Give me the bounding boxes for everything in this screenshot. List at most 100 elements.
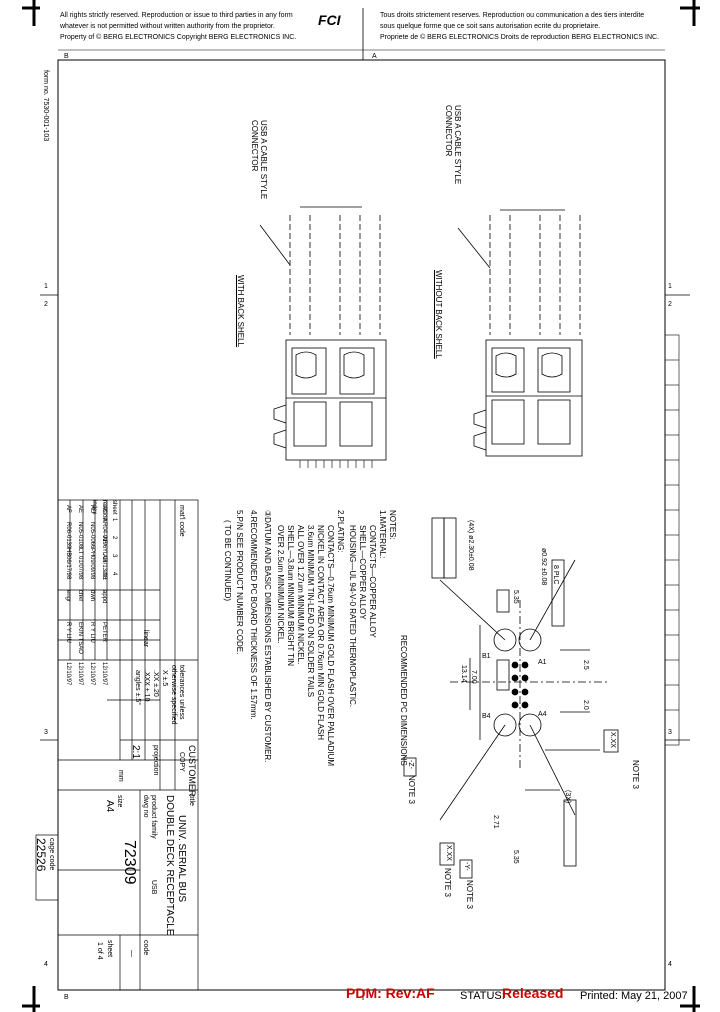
pcb-note3-d: NOTE 3 (465, 880, 474, 909)
revision-cell: AF (65, 505, 71, 513)
index-cell: AF (101, 518, 107, 526)
index-cell: index (91, 500, 97, 515)
index-cell: 1 (111, 518, 117, 522)
dwg-no-value: 72309 (121, 840, 138, 885)
revision-cell: dwn (89, 590, 95, 602)
pcb-note3-a: NOTE 3 (407, 775, 416, 804)
index-cell: 4 (111, 572, 117, 576)
copyright-fr-line2: sous quelque forme que ce soit sans auto… (380, 23, 601, 30)
note-2: 2.PLATING: (336, 510, 345, 553)
tol-xx: .XX ±.20 (152, 670, 159, 697)
note-5: 5.P/N SEE PRODUCT NUMBER CODE. (235, 510, 244, 655)
note-3: ③DATUM AND BASIC DIMENSIONS ESTABLISHED … (263, 510, 272, 763)
zone-a-top: A (372, 53, 377, 60)
product-family-label: product family (150, 795, 157, 839)
datum-z: -Z- (407, 760, 414, 769)
title-block (35, 499, 199, 991)
pcb-dim-5-35-a: 5.35 (512, 590, 519, 604)
copyright-fr-line1: Tous droits strictement reserves. Reprod… (380, 12, 645, 19)
note-4: 4.RECOMMENDED PC BOARD THICKNESS OF 1.57… (249, 510, 258, 720)
row-1-left: 1 (44, 283, 48, 290)
revision-cell: engr (65, 590, 71, 603)
pcb-dim-5-35-b: 5.35 (512, 850, 519, 864)
copyright-en-line2: whatever is not permitted without writte… (60, 23, 275, 30)
cage-code-value: 22526 (34, 838, 48, 872)
title-label: title (188, 795, 195, 806)
revision-cell: EKIN TSAO (77, 622, 83, 654)
datum-y: -Y- (463, 862, 470, 871)
note-2d: ALL OVER 1.27um MINIMUM NICKEL. (296, 525, 305, 665)
revision-cell: 12/10/97 (65, 662, 71, 686)
note-1: 1.MATERIAL: (378, 510, 387, 559)
crop-marks (22, 0, 700, 1012)
revision-cell: N05-0108 (77, 522, 83, 549)
copy-label: COPY (178, 752, 185, 772)
pcb-dim-2-5: 2.5 (582, 660, 589, 670)
note-2e: SHELL—3.8um MINIMUM BRIGHT TIN (286, 525, 295, 667)
revision-cell: 06/17/98 (65, 556, 71, 580)
mat-code: mat'l code (178, 505, 185, 537)
revision-cell: 01/07/98 (77, 556, 83, 580)
product-family-value: USB (150, 880, 157, 895)
index-cell: 3 (111, 554, 117, 558)
revision-cell: LT (77, 548, 83, 555)
notes-title: NOTES: (388, 510, 397, 540)
pcb-footprint (403, 517, 619, 879)
form-number: form no. 7530-001-103 (42, 70, 49, 142)
note-2b: NICKEL IN CONTACT AREA OR 0.76um MIN GOL… (316, 525, 325, 741)
title-line-1: UNIV. SERIAL BUS (176, 815, 187, 903)
pin-a4-label: A4 (538, 711, 547, 718)
note-2f: OVER 2.5um MINIMUM NICKEL. (276, 525, 285, 644)
pcb-note3-b: NOTE 3 (631, 760, 640, 789)
with-back-shell-label: WITH BACK SHELL (236, 275, 245, 348)
size-value: A4 (104, 800, 115, 813)
pcb-dim-13-14: 13.14 (460, 665, 467, 683)
index-cell: 2 (111, 536, 117, 540)
pdm-revision: PDM: Rev:AF (346, 985, 435, 1001)
note-1a: CONTACTS—COPPER ALLOY (368, 525, 377, 638)
copyright-fr-line3: Propriete de © BERG ELECTRONICS Droits d… (380, 34, 660, 41)
revision-cell: N05-0066 (89, 522, 95, 549)
left-connector-label: USB A CABLE STYLE CONNECTOR (250, 120, 268, 200)
projection-label: projection (152, 745, 159, 776)
index-cell: AE (101, 554, 107, 563)
revision-cell: R06-0139 (65, 522, 71, 549)
index-cell: AE (101, 572, 107, 581)
pin-b1-label: B1 (482, 653, 491, 660)
tol-x: X ±.5 (161, 670, 168, 687)
revision-cell: 12/10/97 (77, 662, 83, 686)
code-value: — (128, 950, 135, 957)
note-1c: HOUSING—UL 94-V-0 RATED THERMOPLASTIC. (348, 525, 357, 708)
code-label: code (142, 940, 149, 956)
pcb-dim-092: ø0.92 ±0.08 (540, 548, 547, 586)
tol-xxx: .XXX ±.10 (143, 670, 150, 702)
revision-cell: 09/09/98 (89, 556, 95, 580)
status-label: STATUS: (460, 990, 505, 1002)
pcb-dim-092-plc: 8 PLC (552, 565, 559, 585)
pcb-dim-230: (4X) ø2.30±0.08 (467, 520, 474, 571)
revision-cell: chkr (77, 590, 83, 602)
revision-cell: PETER (101, 622, 107, 643)
pin-a1-label: A1 (538, 659, 547, 666)
datum-x: X.XX (609, 732, 616, 748)
cage-code-label: cage code (48, 838, 55, 871)
index-cell: sheet (111, 500, 117, 515)
row-2-left: 2 (44, 301, 48, 308)
row-4-right: 4 (668, 961, 672, 968)
pcb-dim-3x: (3X) (564, 790, 571, 804)
sheet-label: sheet (106, 940, 113, 958)
pcb-note3-c: NOTE 3 (443, 868, 452, 897)
sheet-value: 1 of 4 (96, 942, 103, 960)
note-2a: CONTACTS—0.76um MINIMUM GOLD FLASH OVER … (326, 525, 335, 767)
customer-label: CUSTOMER (187, 745, 197, 797)
row-3-left: 3 (44, 729, 48, 736)
zone-b-bottom: B (64, 994, 69, 1001)
index-cell: AF (101, 536, 107, 544)
revision-cell: AE (77, 505, 83, 514)
dwg-no-label: dwg no (142, 795, 149, 818)
tolerances-a: tolerances unless (178, 665, 185, 720)
title-line-2: DOUBLE DECK RECEPTACLE (164, 795, 175, 936)
size-label: size (116, 795, 123, 808)
tolerances-b: otherwise specified (170, 665, 177, 725)
